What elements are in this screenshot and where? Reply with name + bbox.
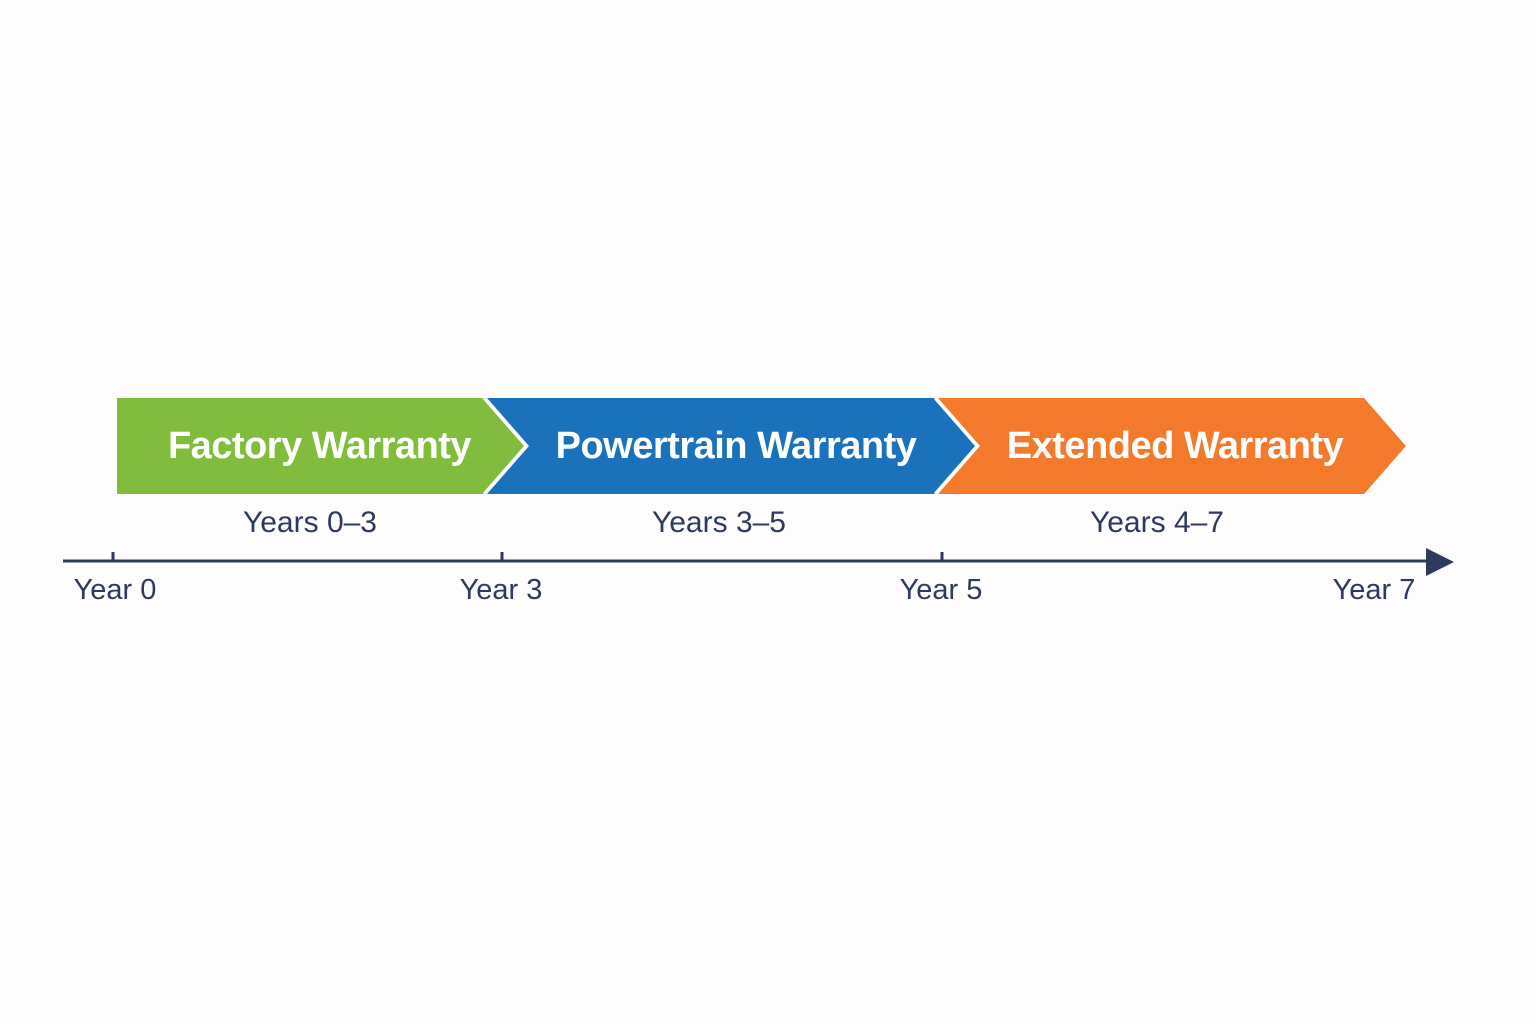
extended-range-label: Years 4–7 [1089,506,1225,539]
tick-label-year-7: Year 7 [1332,574,1416,606]
powertrain-range-label: Years 3–5 [651,506,787,539]
factory-range-label: Years 0–3 [242,506,378,539]
powertrain-warranty-label: Powertrain Warranty [555,424,917,467]
factory-warranty-label: Factory Warranty [167,424,472,467]
powertrain-warranty-arrow [487,398,977,494]
tick-label-year-5: Year 5 [899,574,983,606]
axis-arrowhead-icon [1426,548,1454,576]
tick-label-year-0: Year 0 [73,574,157,606]
factory-warranty-arrow [117,398,526,494]
extended-warranty-label: Extended Warranty [1006,424,1344,467]
separator-chevron [482,397,528,495]
tick-label-year-3: Year 3 [459,574,543,606]
separator-chevron [933,397,979,495]
extended-warranty-arrow [938,398,1406,494]
